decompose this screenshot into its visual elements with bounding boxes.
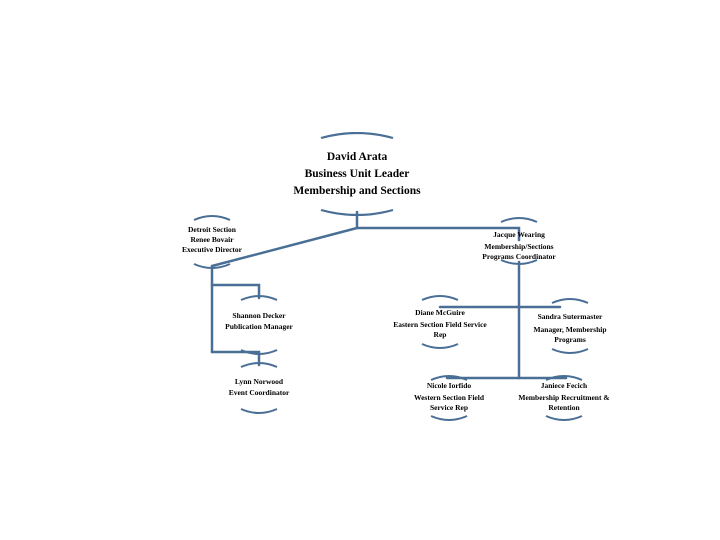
- node-arc-shape: [421, 295, 459, 349]
- node-shannon-decker: Shannon Decker Publication Manager: [217, 294, 301, 356]
- node-arc-shape: [240, 295, 278, 355]
- person-name: Renee Bovair: [190, 235, 234, 244]
- person-title: Publication Manager: [225, 322, 293, 331]
- person-title: Business Unit Leader: [304, 168, 410, 180]
- person-title: Executive Director: [181, 245, 243, 254]
- node-lynn-norwood: Lynn Norwood Event Coordinator: [217, 361, 301, 415]
- connector-david-jacque: [355, 210, 521, 242]
- section-name: Detroit Section: [188, 225, 236, 234]
- person-name: Janiece Fecich: [540, 381, 588, 390]
- node-arc-shape: [551, 298, 589, 354]
- node-diane-mcguire: Diane McGuire Eastern Section Field Serv…: [387, 294, 493, 350]
- node-david-arata: David Arata Business Unit Leader Members…: [277, 132, 437, 216]
- person-name: Jacque Wearing: [493, 230, 545, 239]
- person-title: Event Coordinator: [228, 388, 290, 397]
- person-name: Lynn Norwood: [234, 377, 284, 386]
- node-sandra-sutermaster: Sandra Sutermaster Manager, Membership P…: [524, 297, 616, 355]
- node-nicole-iorfido: Nicole Iorfido Western Section Field Ser…: [404, 374, 494, 422]
- connector-detroit-shannon: [210, 283, 261, 300]
- person-department: Membership and Sections: [293, 185, 421, 197]
- connector-david-detroit: [210, 226, 359, 268]
- person-name: Shannon Decker: [232, 311, 286, 320]
- node-arc-shape: [545, 375, 583, 421]
- node-arc-shape: [240, 362, 278, 414]
- node-arc-shape: [320, 132, 394, 216]
- node-jacque-wearing: Jacque Wearing Membership/Sections Progr…: [471, 216, 567, 266]
- person-name: Sandra Sutermaster: [537, 312, 603, 321]
- person-title: Western Section Field Service Rep: [414, 393, 484, 412]
- connector-detroit-lynn: [210, 350, 261, 367]
- node-arc-shape: [193, 215, 231, 269]
- person-name: Diane McGuire: [415, 308, 465, 317]
- person-title: Eastern Section Field Service Rep: [393, 320, 487, 339]
- person-title: Membership/Sections Programs Coordinator: [482, 242, 556, 261]
- person-title: Manager, Membership Programs: [533, 325, 607, 344]
- person-name: David Arata: [326, 151, 388, 163]
- node-arc-shape: [430, 375, 468, 421]
- person-name: Nicole Iorfido: [426, 381, 472, 390]
- person-title: Membership Recruitment & Retention: [518, 393, 610, 412]
- node-detroit-section: Detroit Section Renee Bovair Executive D…: [174, 214, 250, 270]
- node-janiece-fecich: Janiece Fecich Membership Recruitment & …: [512, 374, 616, 422]
- node-arc-shape: [500, 217, 538, 265]
